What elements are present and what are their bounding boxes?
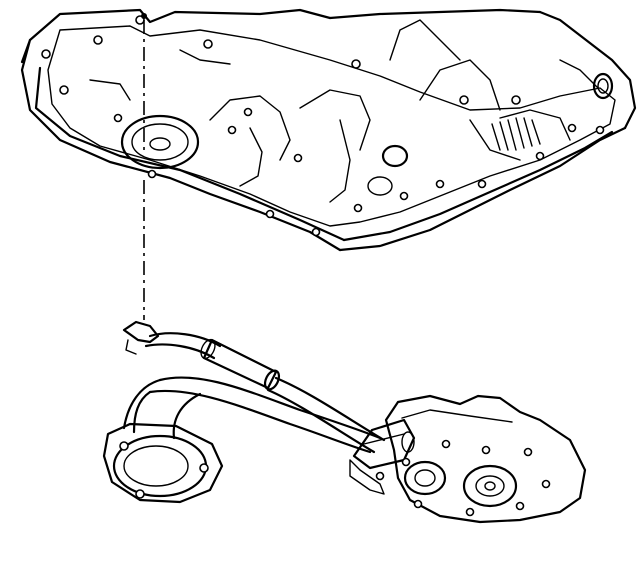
rail-bolts [41, 15, 605, 237]
oil-pump-housing [349, 394, 587, 524]
oil-pickup-tube [122, 320, 386, 454]
oil-pan-rail [47, 25, 616, 227]
pickup-screen [102, 422, 224, 504]
engine-block-underside [20, 8, 637, 252]
bolt-point-marker [141, 13, 147, 19]
